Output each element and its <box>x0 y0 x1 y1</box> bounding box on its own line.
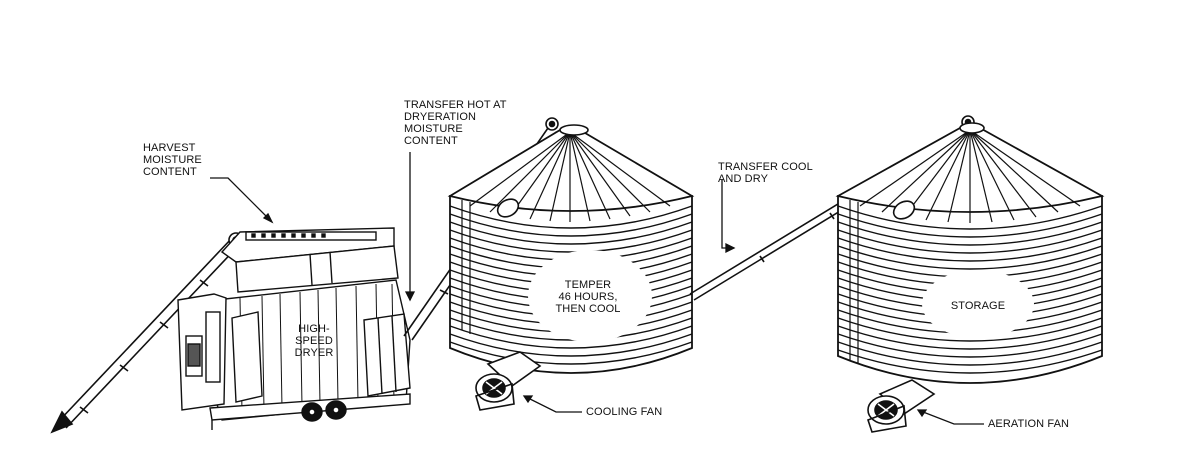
aeration-fan <box>867 379 936 433</box>
harvest-moisture-label: HARVEST MOISTURE CONTENT <box>143 142 202 178</box>
high-speed-dryer <box>177 227 411 430</box>
storage-bin <box>835 122 1105 433</box>
transfer-hot-label: TRANSFER HOT AT DRYERATION MOISTURE CONT… <box>404 99 507 147</box>
temper-bin <box>447 124 695 411</box>
leader-lines <box>210 152 984 425</box>
storage-label: STORAGE <box>950 300 1006 312</box>
temper-label: TEMPER 46 HOURS, THEN COOL <box>555 279 621 315</box>
cooling-fan <box>475 351 542 411</box>
dryer-label: HIGH- SPEED DRYER <box>294 323 334 359</box>
transfer-cool-label: TRANSFER COOL AND DRY <box>718 161 813 185</box>
aeration-fan-label: AERATION FAN <box>988 418 1070 430</box>
cooling-fan-label: COOLING FAN <box>586 406 663 418</box>
